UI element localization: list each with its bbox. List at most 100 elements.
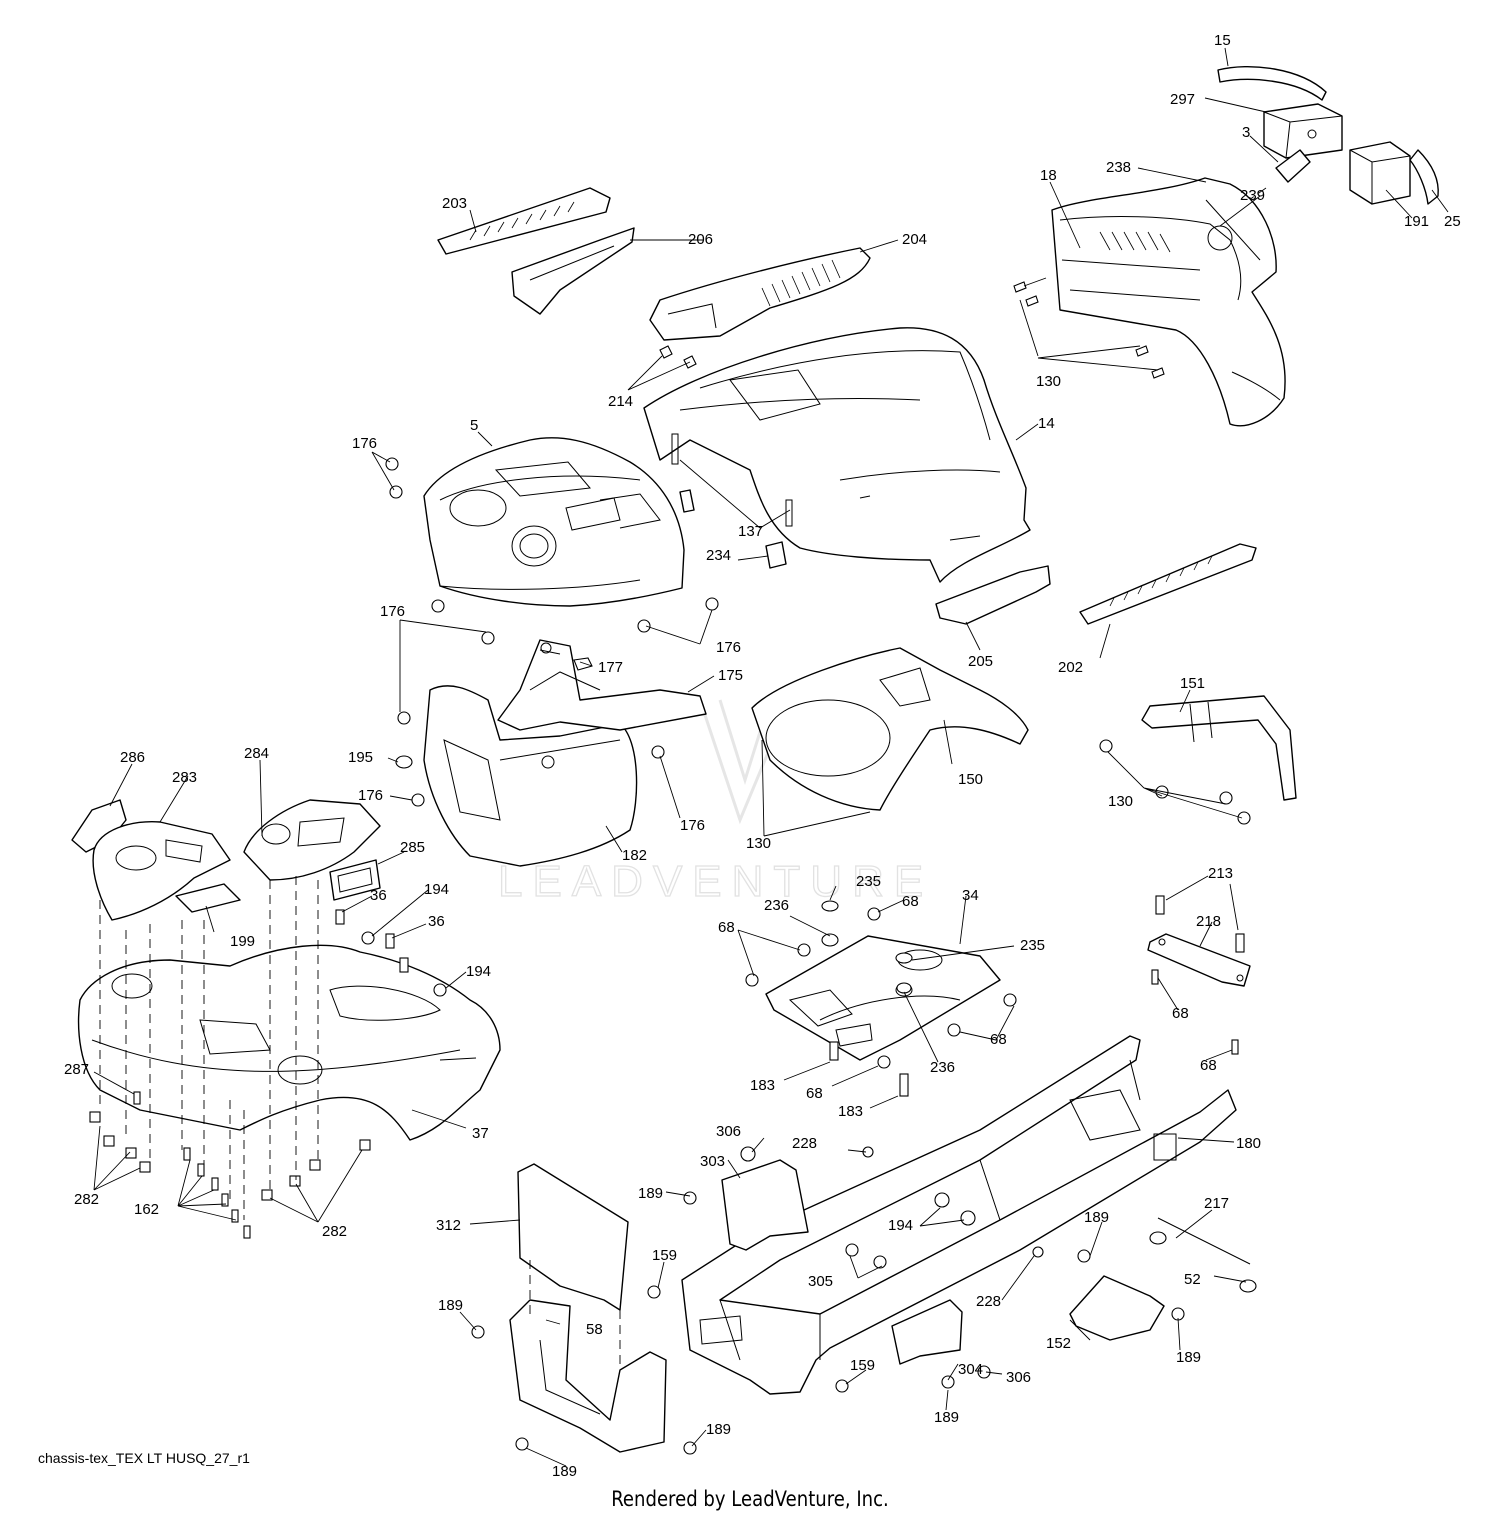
callout-37: 37 — [472, 1125, 489, 1142]
callout-68-e: 68 — [990, 1031, 1007, 1048]
part-202-side-grille-right — [1079, 543, 1257, 625]
callout-228-b: 228 — [976, 1293, 1001, 1310]
callout-36-a: 36 — [370, 887, 387, 904]
callout-282-a: 282 — [74, 1191, 99, 1208]
part-203-side-grille-left — [437, 187, 611, 255]
part-182-dash-lower — [423, 685, 638, 867]
callout-151: 151 — [1180, 675, 1205, 692]
part-68-bolts-seat — [745, 907, 1017, 1069]
callout-130-well: 130 — [746, 835, 771, 852]
part-304-plate — [891, 1299, 963, 1365]
part-235-spacers — [821, 900, 913, 964]
part-130-screws-bracket — [1099, 739, 1251, 825]
callout-287: 287 — [64, 1061, 89, 1078]
callout-175: 175 — [718, 667, 743, 684]
part-205-bracket — [935, 565, 1051, 625]
callout-18: 18 — [1040, 167, 1057, 184]
part-297-foam-block — [1263, 103, 1343, 159]
part-152-plate — [1069, 1275, 1165, 1341]
callout-68-c: 68 — [1172, 1005, 1189, 1022]
callout-191: 191 — [1404, 213, 1429, 230]
callout-189-e: 189 — [934, 1409, 959, 1426]
part-177-clip — [573, 657, 593, 671]
callout-189-c: 189 — [1176, 1349, 1201, 1366]
callout-214: 214 — [608, 393, 633, 410]
callout-183-a: 183 — [750, 1077, 775, 1094]
footer-credit: Rendered by LeadVenture, Inc. — [611, 1487, 889, 1511]
callout-189-a: 189 — [638, 1185, 663, 1202]
part-34-seat-plate — [765, 935, 1001, 1061]
callout-304: 304 — [958, 1361, 983, 1378]
part-195-plug — [395, 755, 413, 769]
callout-176-a: 176 — [352, 435, 377, 452]
callout-235-a: 235 — [856, 873, 881, 890]
callout-286: 286 — [120, 749, 145, 766]
callout-137: 137 — [738, 523, 763, 540]
callout-25: 25 — [1444, 213, 1461, 230]
callout-189-g: 189 — [552, 1463, 577, 1480]
callout-150: 150 — [958, 771, 983, 788]
callout-305: 305 — [808, 1273, 833, 1290]
callout-285: 285 — [400, 839, 425, 856]
callout-34: 34 — [962, 887, 979, 904]
callout-130-bracket: 130 — [1108, 793, 1133, 810]
callout-213: 213 — [1208, 865, 1233, 882]
part-284-fender-cover-right — [243, 799, 381, 881]
callout-52: 52 — [1184, 1271, 1201, 1288]
callout-189-b: 189 — [1084, 1209, 1109, 1226]
part-283-fender-cover-left — [92, 821, 231, 921]
part-14-hood — [643, 327, 1031, 583]
callout-204: 204 — [902, 231, 927, 248]
callout-194-b: 194 — [466, 963, 491, 980]
callout-162: 162 — [134, 1201, 159, 1218]
part-214-clip — [659, 345, 697, 369]
callout-68-b: 68 — [718, 919, 735, 936]
callout-202: 202 — [1058, 659, 1083, 676]
callout-283: 283 — [172, 769, 197, 786]
callout-228-a: 228 — [792, 1135, 817, 1152]
callout-labels: 15 297 3 238 18 239 191 25 130 203 206 2… — [64, 32, 1461, 1480]
callout-303: 303 — [700, 1153, 725, 1170]
callout-159-a: 159 — [652, 1247, 677, 1264]
part-234-bumper-pad — [679, 489, 787, 569]
part-286-handle — [71, 799, 127, 853]
part-5-dashboard — [423, 437, 685, 607]
part-194-nuts-fender — [361, 931, 447, 997]
part-68-bolts-bracket — [1151, 969, 1239, 1055]
callout-195: 195 — [348, 749, 373, 766]
part-204-hood-vent — [649, 247, 871, 341]
callout-176-d: 176 — [358, 787, 383, 804]
callout-159-b: 159 — [850, 1357, 875, 1374]
part-25-clip — [1409, 149, 1439, 205]
part-162-screws — [183, 1147, 251, 1239]
part-213-bolts — [1155, 895, 1245, 953]
part-37-fender-deck — [77, 944, 501, 1141]
callout-235-b: 235 — [1020, 937, 1045, 954]
callout-297: 297 — [1170, 91, 1195, 108]
callout-176-c: 176 — [716, 639, 741, 656]
callout-189-d: 189 — [438, 1297, 463, 1314]
callout-68-a: 68 — [902, 893, 919, 910]
callout-217: 217 — [1204, 1195, 1229, 1212]
part-206-dash-cover — [511, 227, 635, 315]
part-217-rod — [1149, 1217, 1257, 1293]
part-191-foam-block — [1349, 141, 1411, 205]
callout-306-a: 306 — [716, 1123, 741, 1140]
callout-236-a: 236 — [764, 897, 789, 914]
part-282-clips — [89, 1111, 371, 1201]
callout-282-b: 282 — [322, 1223, 347, 1240]
callout-130-hood: 130 — [1036, 373, 1061, 390]
callout-312: 312 — [436, 1217, 461, 1234]
callout-176-b: 176 — [380, 603, 405, 620]
callout-306-b: 306 — [1006, 1369, 1031, 1386]
part-175-steering-bracket — [497, 639, 707, 731]
callout-194-c: 194 — [888, 1217, 913, 1234]
part-183-bolts — [829, 1041, 909, 1097]
part-287-screw — [133, 1091, 141, 1105]
callout-68-d: 68 — [1200, 1057, 1217, 1074]
callout-183-b: 183 — [838, 1103, 863, 1120]
part-180-frame — [681, 1035, 1237, 1395]
callout-239: 239 — [1240, 187, 1265, 204]
part-312-heat-shield — [517, 1163, 629, 1311]
callout-15: 15 — [1214, 32, 1231, 49]
